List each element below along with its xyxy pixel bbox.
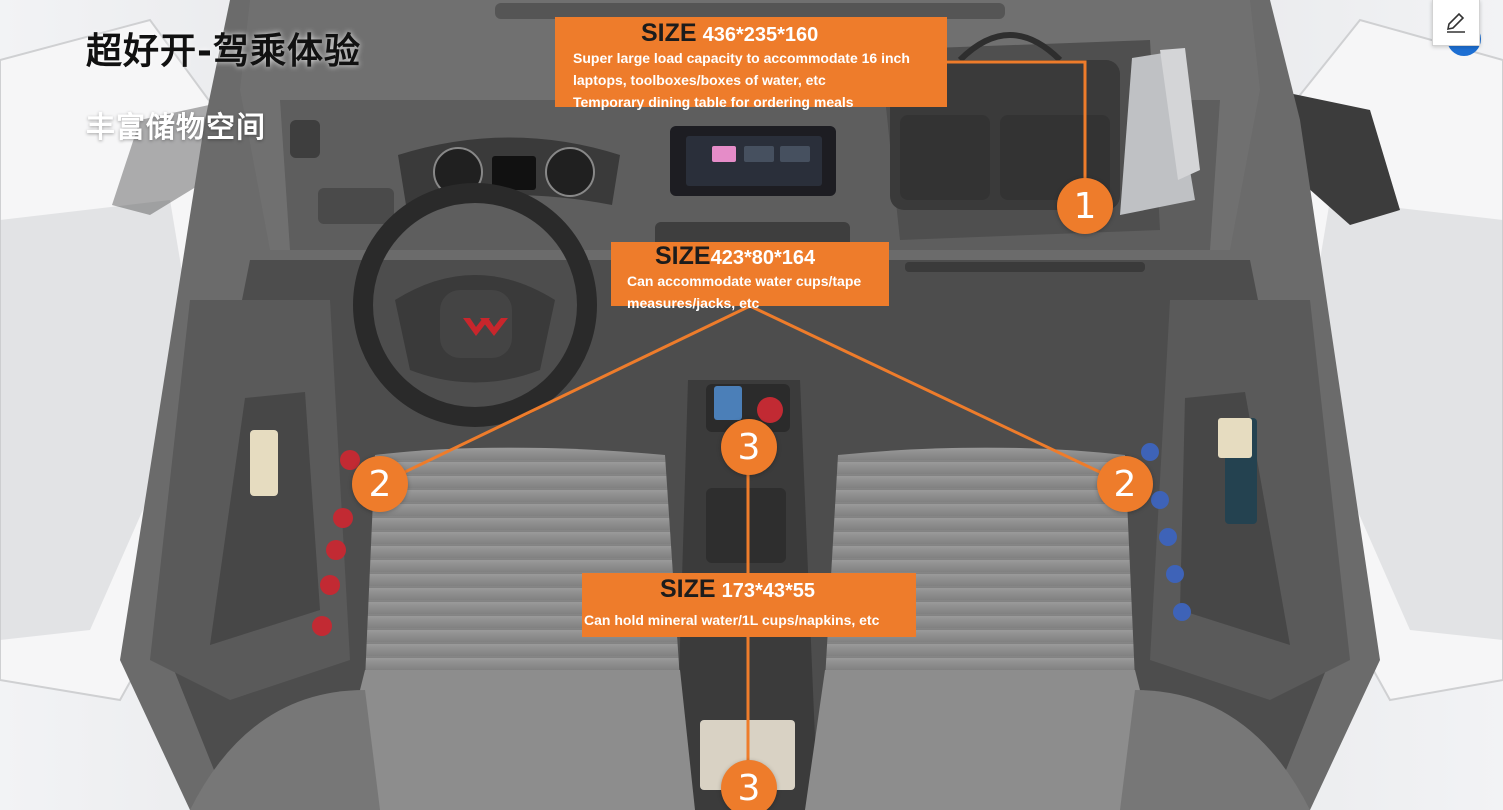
callout-line: laptops, toolboxes/boxes of water, etc [573, 72, 826, 88]
badge-3-console-front: 3 [721, 419, 777, 475]
callout-door-storage: SIZE423*80*164 Can accommodate water cup… [611, 242, 889, 311]
callout-line: Can hold mineral water/1L cups/napkins, … [584, 612, 880, 628]
callout-line: measures/jacks, etc [627, 295, 760, 311]
badge-2-left-door: 2 [352, 456, 408, 512]
size-label: SIZE [641, 19, 697, 47]
callout-header: SIZE423*80*164 [627, 242, 889, 270]
callout-line: Can accommodate water cups/tape [627, 273, 862, 289]
edit-button[interactable] [1432, 0, 1480, 46]
size-dimensions: 173*43*55 [721, 580, 816, 602]
badge-2-right-door: 2 [1097, 456, 1153, 512]
slide-title: 超好开-驾乘体验 [86, 31, 361, 72]
slide-subtitle: 丰富储物空间 [86, 110, 267, 144]
size-label: SIZE [660, 575, 716, 603]
size-dimensions: 436*235*160 [702, 24, 819, 46]
size-dimensions: 423*80*164 [710, 247, 816, 269]
badge-1-glovebox: 1 [1057, 178, 1113, 234]
badge-3-console-rear: 3 [721, 760, 777, 810]
pencil-edit-icon [1446, 12, 1465, 33]
callout-line: Super large load capacity to accommodate… [573, 50, 910, 66]
callout-line: Temporary dining table for ordering meal… [573, 94, 854, 110]
size-label: SIZE [655, 242, 711, 270]
